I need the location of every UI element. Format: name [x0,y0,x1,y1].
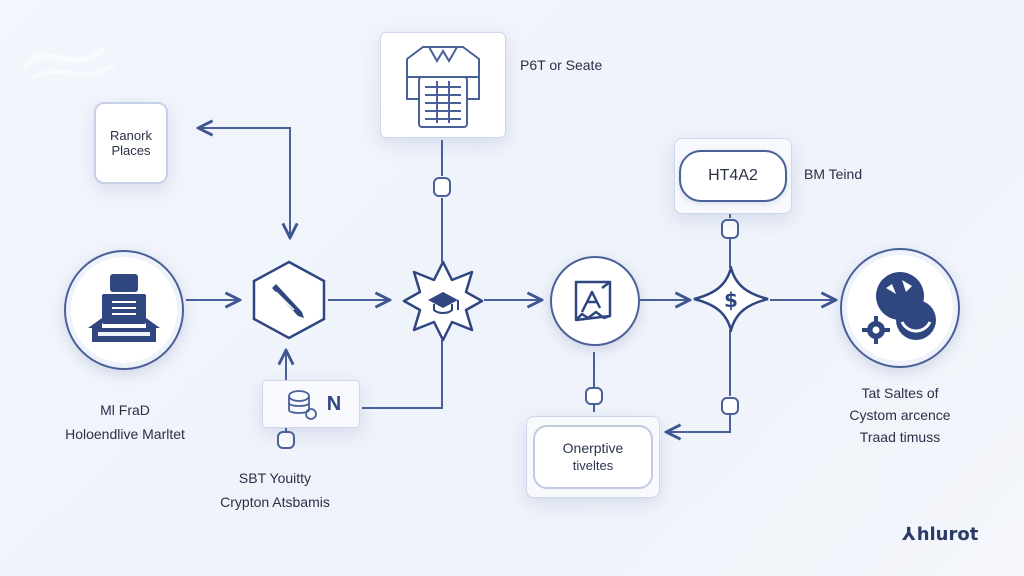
brand-mark-icon: ⅄ [902,524,916,545]
bottom-left-caption-line2: Crypton Atsbamis [220,494,330,510]
top-label: P6T or Seate [520,57,603,73]
small-card-glyph: N [326,392,342,415]
bottom-left-caption-line1: SBT Youitty [238,470,312,486]
right-caption: Tat Saltes of Cystom arcence Traad timus… [820,382,980,448]
right-caption-line3: Traad timuss [859,429,941,445]
places-card-label: Ranork Places [110,128,152,158]
operative-card-line1: Onerptive [562,440,624,456]
server-card[interactable] [380,32,506,138]
ht-card-label: HT4A2 [708,167,758,184]
bottom-left-caption: SBT Youitty Crypton Atsbamis [200,466,350,514]
document-node[interactable] [550,256,640,346]
brand-name: hlurot [916,524,979,545]
dollar-icon: $ [724,288,738,312]
ht-side-label: BM Teind [804,166,863,182]
cloud-card[interactable]: HT4A2 [674,138,792,214]
operative-card[interactable]: Onerptive tiveltes [526,416,660,498]
cloud-icon: HT4A2 [679,150,787,202]
server-node[interactable] [64,250,184,370]
star-node[interactable] [400,258,486,344]
chip-database-icon [287,390,317,420]
right-caption-line1: Tat Saltes of [861,385,939,401]
left-caption-line2: Holoendlive Marltet [65,426,185,442]
pencil-icon [272,284,304,318]
left-caption: Ml FraD Holoendlive Marltet [30,398,220,446]
brand-logo: ⅄hlurot [902,524,978,545]
operative-card-line2: tiveltes [572,458,614,473]
dollar-node[interactable]: $ [692,266,770,332]
crypto-small-card[interactable]: N [262,380,360,428]
graduation-cap-icon [428,292,459,314]
pencil-hex-node[interactable] [250,258,328,342]
decorative-scribble [21,45,116,82]
places-card[interactable]: Ranork Places [94,102,168,184]
left-caption-line1: Ml FraD [100,402,150,418]
right-caption-line2: Cystom arcence [849,407,951,423]
server-stack-icon [406,46,480,128]
globe-gear-icon [862,272,936,344]
document-chart-icon [574,280,612,322]
globe-node[interactable] [840,248,960,368]
server-rack-icon [88,274,160,342]
